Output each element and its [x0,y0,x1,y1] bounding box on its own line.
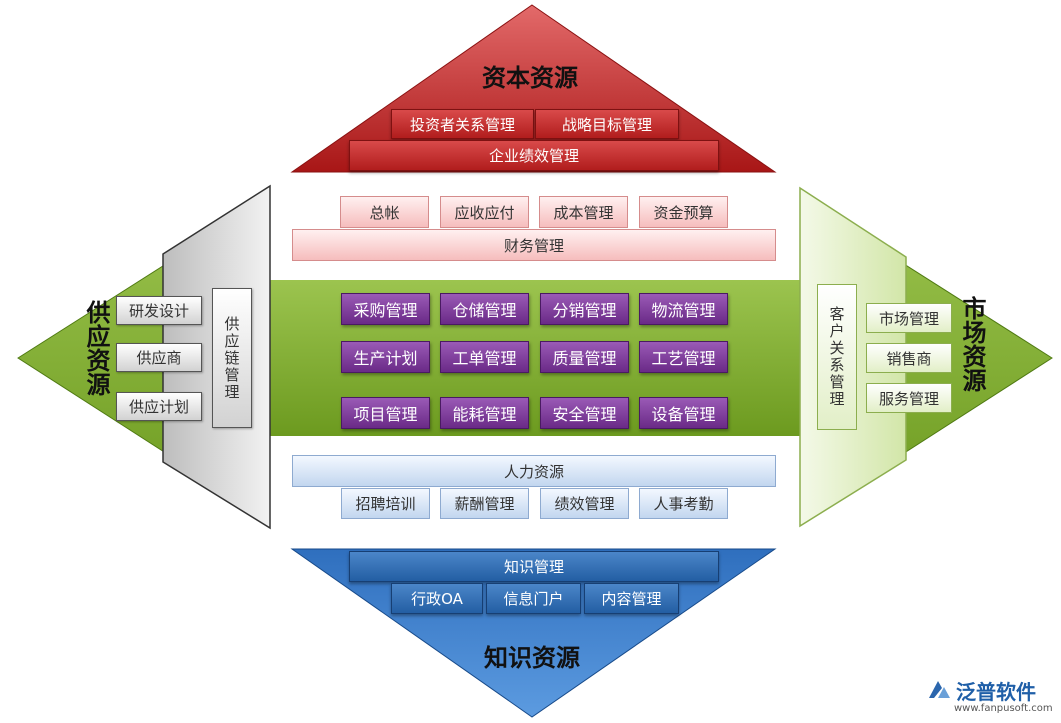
distributor-box[interactable]: 销售商 [866,343,952,373]
market-management-box[interactable]: 市场管理 [866,303,952,333]
performance-box[interactable]: 绩效管理 [540,488,629,519]
cost-management-box[interactable]: 成本管理 [539,196,628,228]
core-box-production-plan[interactable]: 生产计划 [341,341,430,373]
capital-title: 资本资源 [482,63,578,92]
content-management-box[interactable]: 内容管理 [584,583,679,614]
knowledge-title: 知识资源 [484,643,580,672]
supply-plan-box[interactable]: 供应计划 [116,392,202,421]
info-portal-box[interactable]: 信息门户 [486,583,581,614]
receivable-payable-box[interactable]: 应收应付 [440,196,529,228]
investor-relations-box[interactable]: 投资者关系管理 [391,109,534,139]
recruit-training-box[interactable]: 招聘培训 [341,488,430,519]
supply-title: 供应资源 [82,300,111,396]
supply-chain-management-box[interactable]: 供应链管理 [212,288,252,428]
core-box-purchase[interactable]: 采购管理 [341,293,430,325]
core-box-logistics[interactable]: 物流管理 [639,293,728,325]
fanpu-logo: 泛普软件 www.fanpusoft.com [926,676,1056,720]
crm-box[interactable]: 客户关系管理 [817,284,857,430]
core-box-process[interactable]: 工艺管理 [639,341,728,373]
core-box-quality[interactable]: 质量管理 [540,341,629,373]
market-title: 市场资源 [958,296,987,392]
fund-budget-box[interactable]: 资金预算 [639,196,728,228]
core-box-project[interactable]: 项目管理 [341,397,430,429]
supplier-box[interactable]: 供应商 [116,343,202,372]
core-box-warehouse[interactable]: 仓储管理 [440,293,529,325]
core-box-work-order[interactable]: 工单管理 [440,341,529,373]
core-box-safety[interactable]: 安全管理 [540,397,629,429]
strategy-goal-box[interactable]: 战略目标管理 [535,109,679,139]
core-box-distribution[interactable]: 分销管理 [540,293,629,325]
office-oa-box[interactable]: 行政OA [391,583,483,614]
finance-management-bar[interactable]: 财务管理 [292,229,776,261]
attendance-box[interactable]: 人事考勤 [639,488,728,519]
core-box-energy[interactable]: 能耗管理 [440,397,529,429]
logo-brand: 泛普软件 [956,680,1036,704]
salary-box[interactable]: 薪酬管理 [440,488,529,519]
knowledge-management-bar[interactable]: 知识管理 [349,551,719,582]
fanpu-logo-icon [929,681,950,698]
logo-url: www.fanpusoft.com [954,703,1053,714]
service-management-box[interactable]: 服务管理 [866,383,952,413]
core-box-equipment[interactable]: 设备管理 [639,397,728,429]
performance-management-bar[interactable]: 企业绩效管理 [349,140,719,171]
ledger-box[interactable]: 总帐 [340,196,429,228]
hr-bar[interactable]: 人力资源 [292,455,776,487]
rnd-design-box[interactable]: 研发设计 [116,296,202,325]
